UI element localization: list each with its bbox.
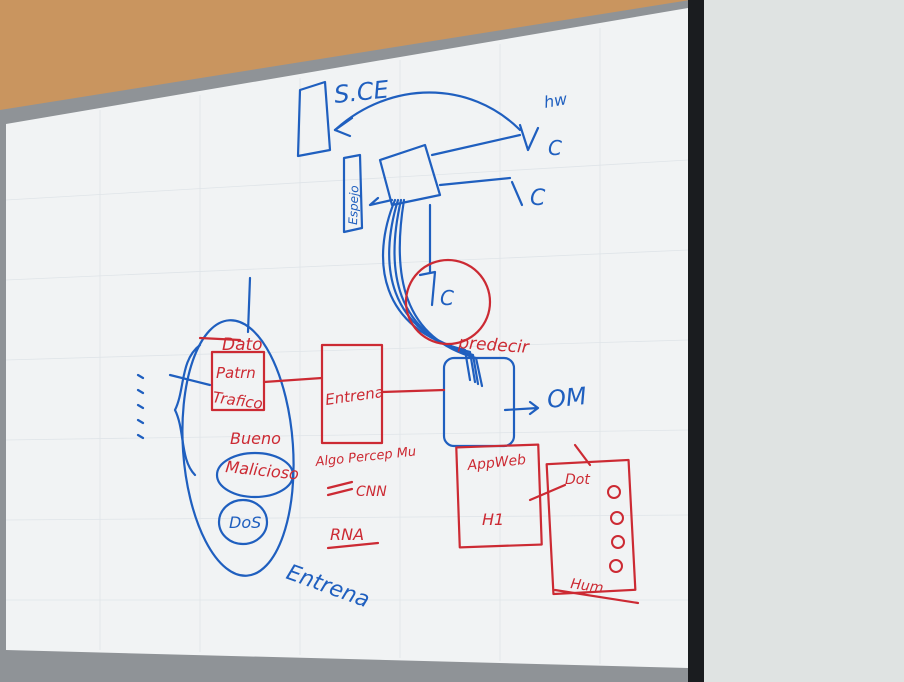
label-datos: Dato bbox=[222, 335, 263, 355]
label-h1: H1 bbox=[482, 510, 504, 529]
label-espejo: Espejo bbox=[346, 185, 361, 225]
label-c3: C bbox=[440, 286, 454, 310]
label-c1: C bbox=[548, 136, 562, 160]
wall-right bbox=[700, 0, 904, 682]
label-cnn: CNN bbox=[356, 484, 387, 500]
label-sce: S.CE bbox=[333, 75, 391, 109]
frame-edge bbox=[688, 0, 704, 682]
label-rna: RNA bbox=[330, 525, 364, 544]
label-dot: Dot bbox=[565, 472, 590, 488]
label-patron: Patrn bbox=[216, 364, 256, 382]
label-om: OM bbox=[546, 382, 589, 414]
label-dos: DoS bbox=[229, 513, 261, 532]
label-c2: C bbox=[530, 186, 546, 211]
label-bueno: Bueno bbox=[230, 429, 281, 448]
